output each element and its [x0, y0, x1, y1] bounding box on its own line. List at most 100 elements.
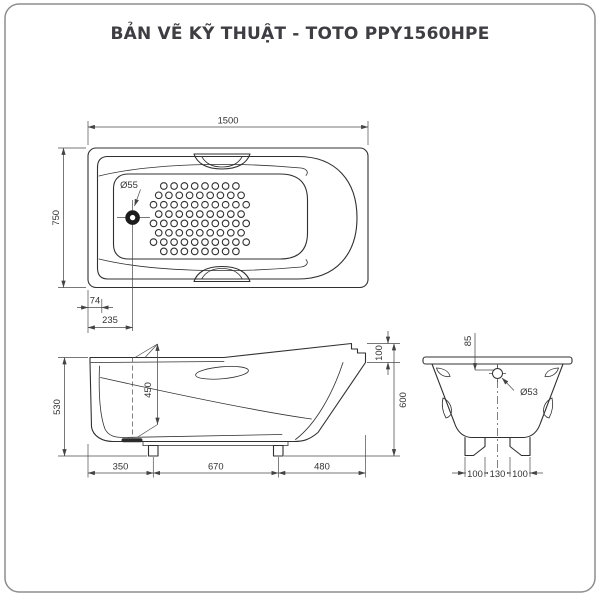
anti-slip-dot: [185, 210, 194, 218]
anti-slip-dot: [226, 210, 235, 218]
anti-slip-dot: [180, 219, 189, 228]
anti-slip-dot: [159, 238, 168, 246]
anti-slip-dot: [190, 182, 199, 190]
end-handle-left: [441, 397, 452, 419]
anti-slip-dot: [237, 191, 245, 200]
anti-slip-dot: [154, 228, 163, 237]
anti-slip-dot: [175, 228, 184, 237]
anti-slip-dot: [180, 200, 189, 209]
anti-slip-dot: [211, 247, 220, 256]
anti-slip-dot: [201, 238, 209, 246]
anti-slip-dot: [159, 247, 168, 256]
anti-slip-dot: [221, 247, 230, 256]
anti-slip-dot: [237, 228, 245, 237]
drain-leader-line: [134, 189, 141, 207]
anti-slip-dots: [149, 182, 251, 256]
anti-slip-dot: [190, 238, 199, 246]
end-body-outline: [431, 363, 564, 439]
dim-foot-positions: 350 670 480: [87, 435, 366, 478]
svg-text:670: 670: [208, 461, 224, 472]
anti-slip-dot: [221, 238, 230, 246]
rim-arc-bottom: [98, 258, 308, 271]
anti-slip-dot: [180, 238, 189, 246]
dim-end-feet: 100 130 100: [452, 457, 543, 479]
anti-slip-dot: [232, 219, 240, 228]
svg-text:750: 750: [50, 210, 61, 226]
drain-symbol: [117, 200, 150, 237]
anti-slip-dot: [226, 228, 235, 237]
tub-mid-contour: [96, 155, 358, 280]
grip-handle-bottom: [193, 265, 251, 283]
overflow-leader-line: [501, 377, 515, 391]
anti-slip-dot: [149, 238, 158, 246]
anti-slip-dot: [216, 210, 225, 218]
anti-slip-dot: [190, 219, 199, 228]
anti-slip-dot: [175, 191, 184, 200]
dim-top-width: 750: [50, 147, 86, 288]
svg-text:480: 480: [314, 461, 330, 472]
anti-slip-dot: [242, 200, 251, 209]
anti-slip-dot: [180, 247, 189, 256]
side-drain-pad: [121, 438, 143, 443]
dim-body-height: 530: [51, 357, 147, 457]
svg-text:235: 235: [102, 314, 118, 325]
anti-slip-dot: [216, 191, 225, 200]
anti-slip-dot: [242, 238, 251, 246]
svg-text:530: 530: [51, 399, 62, 415]
end-rim-return-right: [544, 367, 560, 378]
anti-slip-dot: [206, 191, 215, 200]
anti-slip-dot: [232, 238, 240, 246]
tub-basin: [112, 173, 309, 260]
anti-slip-dot: [159, 182, 168, 190]
anti-slip-dot: [159, 200, 168, 209]
anti-slip-dot: [170, 238, 178, 246]
support-rail: [142, 441, 289, 446]
anti-slip-dot: [201, 219, 209, 228]
side-foot-right: [272, 444, 284, 457]
anti-slip-dot: [195, 228, 204, 237]
anti-slip-dot: [170, 200, 178, 209]
anti-slip-dot: [185, 228, 194, 237]
svg-text:350: 350: [113, 461, 129, 472]
svg-text:100: 100: [373, 345, 384, 361]
anti-slip-dot: [185, 191, 194, 200]
side-wall-inner-line: [98, 365, 283, 438]
anti-slip-dot: [216, 228, 225, 237]
overflow-diameter-label: Ø53: [520, 386, 538, 397]
svg-text:1500: 1500: [218, 115, 239, 126]
side-handle-slot: [195, 365, 249, 380]
svg-text:85: 85: [462, 336, 473, 346]
side-backrest-line: [295, 362, 344, 440]
anti-slip-dot: [195, 191, 204, 200]
anti-slip-dot: [201, 200, 209, 209]
anti-slip-dot: [221, 182, 230, 190]
anti-slip-dot: [237, 210, 245, 218]
anti-slip-dot: [170, 247, 178, 256]
anti-slip-dot: [165, 210, 173, 218]
grip-handle-top: [193, 153, 251, 170]
anti-slip-dot: [165, 191, 173, 200]
anti-slip-dot: [232, 182, 240, 190]
svg-text:450: 450: [142, 382, 153, 398]
anti-slip-dot: [195, 210, 204, 218]
overflow-hole: [489, 365, 506, 382]
svg-text:74: 74: [90, 295, 100, 306]
svg-text:100: 100: [467, 468, 483, 479]
side-outline: [89, 342, 367, 443]
dim-inner-depth: 450: [134, 343, 160, 438]
side-view: 450 530 100 600: [51, 331, 408, 478]
anti-slip-dot: [211, 238, 220, 246]
anti-slip-dot: [175, 210, 184, 218]
dim-top-length: 1500: [87, 115, 369, 145]
anti-slip-dot: [170, 182, 178, 190]
anti-slip-dot: [154, 191, 163, 200]
svg-text:600: 600: [397, 392, 408, 408]
dim-drain-end-offset: 235: [87, 237, 133, 331]
anti-slip-dot: [149, 200, 158, 209]
anti-slip-dot: [206, 228, 215, 237]
end-handle-right: [543, 397, 554, 419]
anti-slip-dot: [221, 219, 230, 228]
side-interior-diagonal: [100, 377, 312, 420]
